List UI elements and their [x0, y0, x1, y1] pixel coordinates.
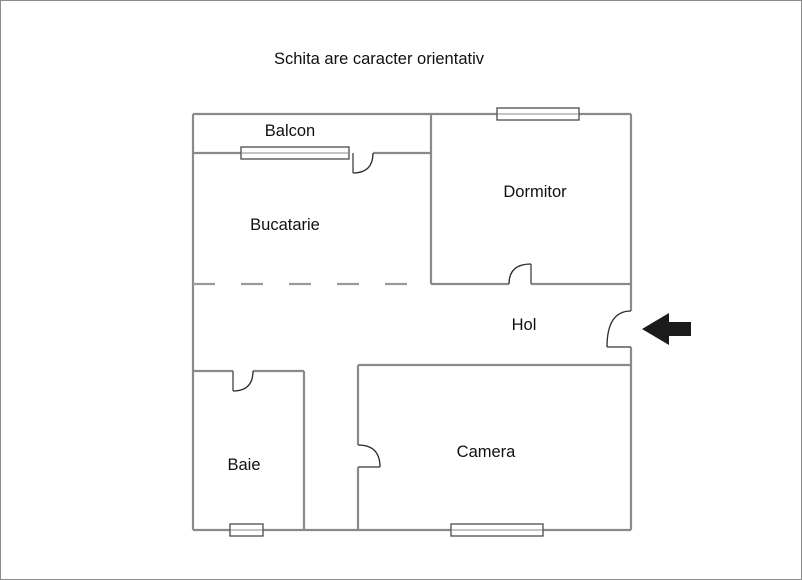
plan-title: Schita are caracter orientativ [274, 50, 485, 68]
room-label-dormitor: Dormitor [503, 183, 567, 201]
entry-arrow [642, 313, 691, 345]
interior-walls [193, 114, 631, 530]
room-label-bucatarie: Bucatarie [250, 216, 320, 234]
balcon-door [352, 152, 374, 174]
camera-window [450, 523, 544, 537]
camera-door [357, 444, 381, 468]
room-label-hol: Hol [512, 316, 537, 334]
room-label-balcon: Balcon [265, 122, 315, 140]
baie-window [229, 523, 264, 537]
dormitor-door [508, 263, 532, 285]
baie-door [232, 370, 254, 392]
dormitor-window [496, 107, 580, 121]
room-label-camera: Camera [457, 443, 517, 461]
entry-door [606, 310, 632, 348]
balcon-window [240, 146, 350, 160]
room-label-baie: Baie [227, 456, 260, 474]
